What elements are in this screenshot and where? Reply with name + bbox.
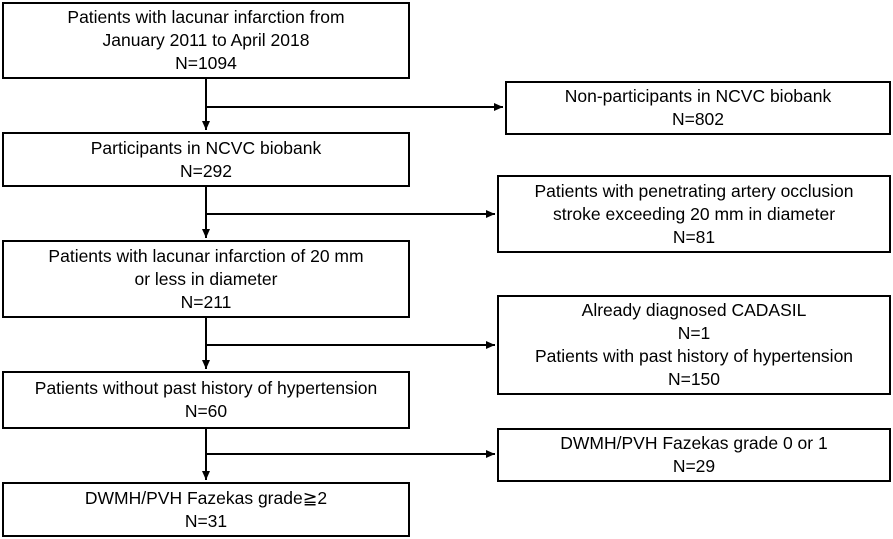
box-excluded-non-participants: Non-participants in NCVC biobank N=802 [505,81,891,135]
box-line: N=29 [672,456,716,476]
box-excluded-fazekas-0-1: DWMH/PVH Fazekas grade 0 or 1 N=29 [497,428,891,482]
box-line: DWMH/PVH Fazekas grade≧2 [84,487,328,508]
box-line: N=211 [180,291,232,312]
box-initial-patients: Patients with lacunar infarction from Ja… [2,2,410,79]
box-line: Patients without past history of hyperte… [34,378,378,398]
box-excluded-over-20mm: Patients with penetrating artery occlusi… [497,175,891,253]
box-line: N=1 [677,323,711,343]
box-fazekas-2-or-more: DWMH/PVH Fazekas grade≧2 N=31 [2,482,410,537]
box-line: Patients with penetrating artery occlusi… [534,180,854,201]
box-no-hypertension: Patients without past history of hyperte… [2,371,410,429]
box-line: N=150 [667,369,721,389]
box-line: Already diagnosed CADASIL [581,300,807,320]
box-line: N=60 [184,401,228,421]
box-line: N=31 [184,510,228,531]
box-biobank-participants: Participants in NCVC biobank N=292 [2,132,410,187]
box-line: N=1094 [175,53,237,73]
box-line: N=81 [672,226,716,247]
box-line: Patients with past history of hypertensi… [534,346,854,366]
box-line: January 2011 to April 2018 [102,30,310,50]
box-line: Patients with lacunar infarction of 20 m… [48,245,364,266]
box-line: or less in diameter [134,268,278,289]
box-lacunar-20mm-or-less: Patients with lacunar infarction of 20 m… [2,240,410,318]
box-line: Patients with lacunar infarction from [67,7,345,27]
box-line: DWMH/PVH Fazekas grade 0 or 1 [560,433,828,453]
box-line: stroke exceeding 20 mm in diameter [552,203,836,224]
box-line: Participants in NCVC biobank [90,137,322,158]
box-line: N=292 [179,160,233,181]
box-line: Non-participants in NCVC biobank [564,86,832,106]
box-excluded-cadasil-hypertension: Already diagnosed CADASIL N=1 Patients w… [497,295,891,395]
box-line: N=802 [671,109,725,129]
